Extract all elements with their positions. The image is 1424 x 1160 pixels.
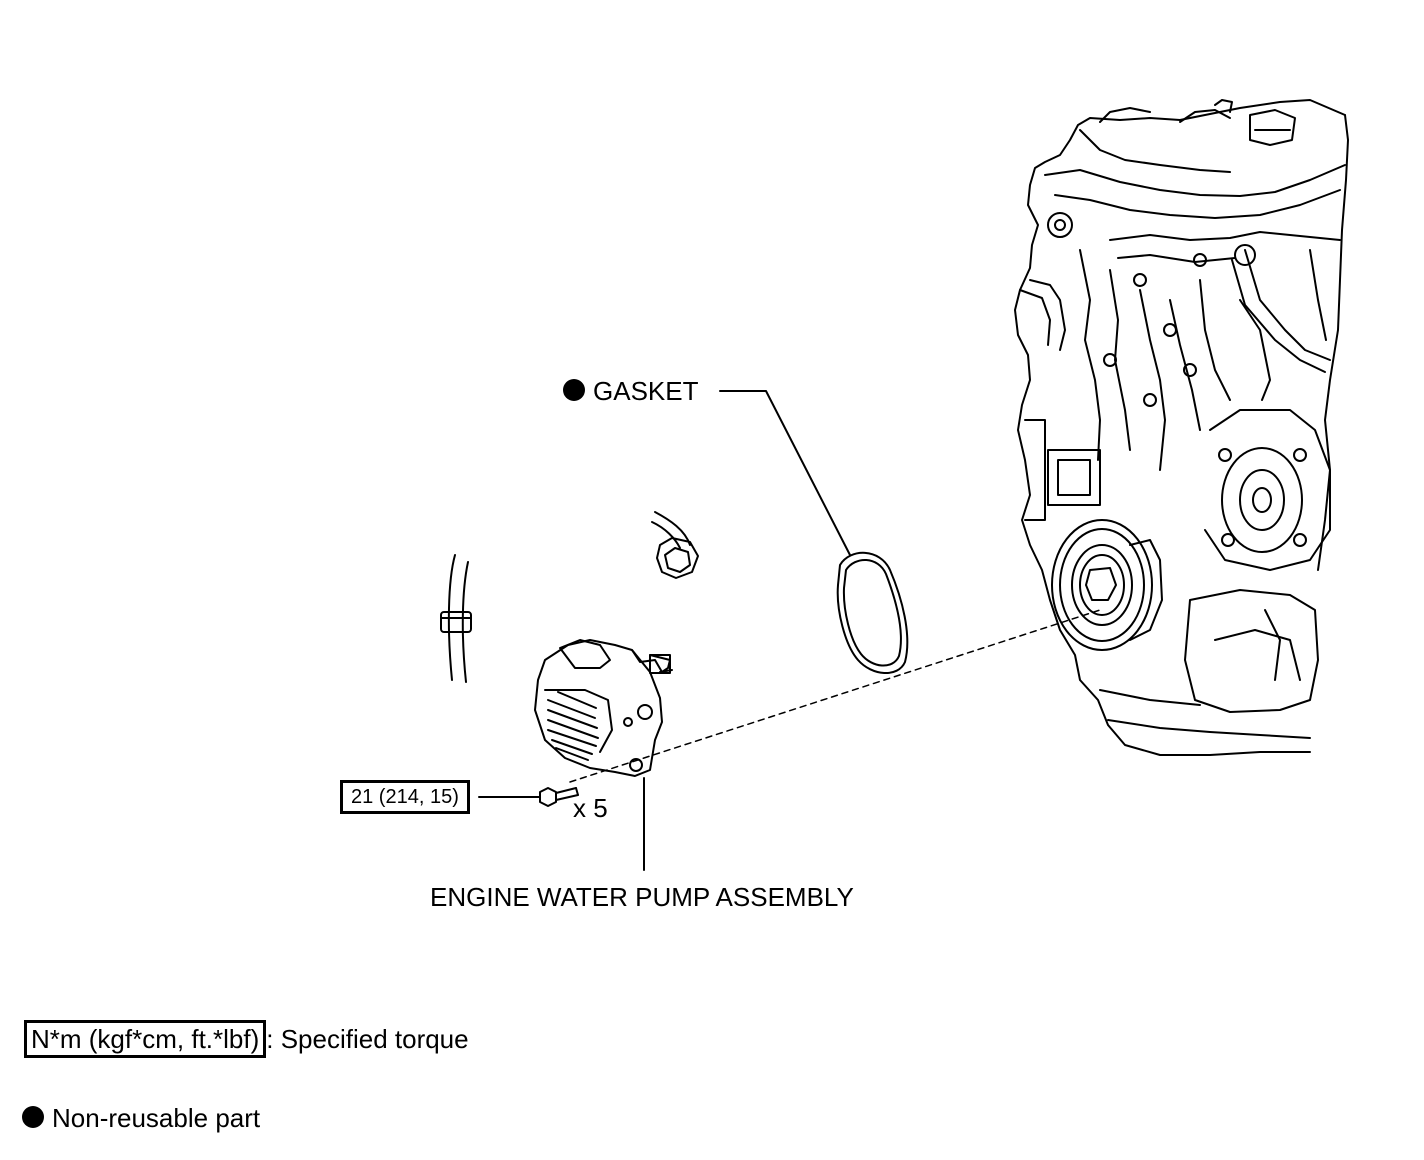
legend-nonreusable: Non-reusable part [22,1103,260,1133]
pump-label: ENGINE WATER PUMP ASSEMBLY [430,882,854,912]
leader-lines [478,390,851,871]
gasket-illustration [836,551,909,675]
water-pump-illustration [534,639,673,777]
hose-illustration [440,511,699,683]
bolt-illustration [539,787,579,807]
alignment-dashed-line [569,609,1101,783]
non-reusable-marker-icon [563,379,585,402]
gasket-label: GASKET [593,376,699,406]
gasket-callout: GASKET [563,376,698,406]
torque-spec-box: 21 (214, 15) [340,780,470,814]
legend-torque-unit: N*m (kgf*cm, ft.*lbf) [24,1020,267,1058]
legend-torque: N*m (kgf*cm, ft.*lbf): Specified torque [24,1020,469,1058]
non-reusable-marker-icon [22,1106,44,1129]
legend-nonreusable-text: Non-reusable part [52,1103,261,1133]
gasket-leader-line [719,390,851,556]
legend-torque-desc: : Specified torque [266,1024,469,1054]
bolt-quantity-label: x 5 [573,793,608,823]
engine-block-illustration [1014,99,1349,756]
